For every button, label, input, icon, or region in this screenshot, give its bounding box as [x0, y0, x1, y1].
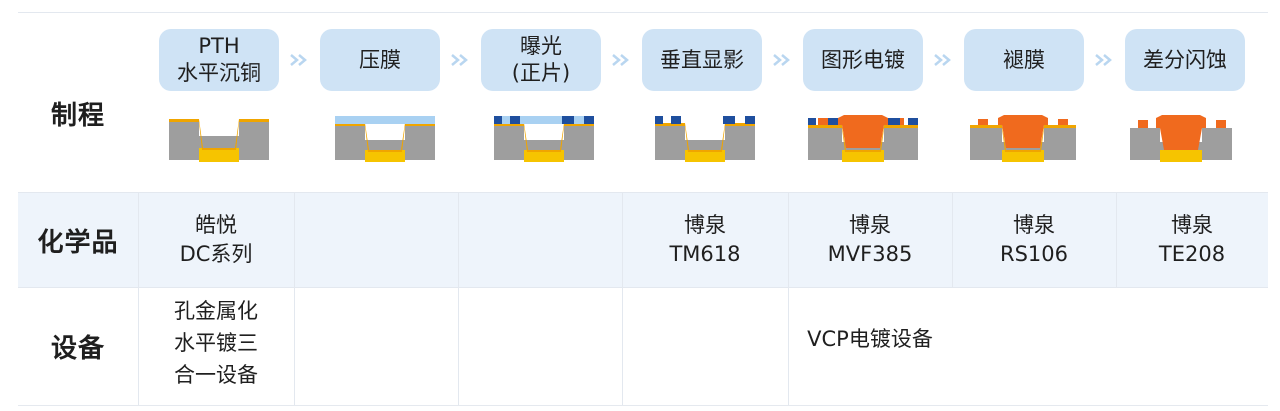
column-divider	[788, 192, 789, 405]
chemicals-row	[18, 192, 1268, 287]
column-divider	[952, 192, 953, 287]
chevron-double-right-icon	[773, 54, 790, 66]
diagram-exposure	[494, 116, 594, 162]
equipment-cell-1: 孔金属化 水平镀三 合一设备	[174, 299, 258, 387]
step-pattern-plating: 图形电镀	[803, 29, 923, 91]
step-exposure: 曝光 (正片)	[481, 29, 601, 91]
row-label-equipment: 设备	[50, 334, 105, 364]
column-divider	[622, 192, 623, 405]
diagram-lamination	[335, 116, 435, 162]
divider-process-chem	[18, 192, 1268, 193]
row-label-chemicals: 化学品	[37, 228, 119, 258]
divider-top	[18, 12, 1268, 13]
chevron-double-right-icon	[451, 54, 468, 66]
column-divider	[138, 192, 139, 405]
chevron-double-right-icon	[934, 54, 951, 66]
diagram-flash-etch	[1130, 115, 1232, 162]
chevron-double-right-icon	[612, 54, 629, 66]
step-flash-etch: 差分闪蚀	[1125, 29, 1245, 91]
chevron-double-right-icon	[1095, 54, 1112, 66]
column-divider	[294, 192, 295, 405]
chevron-double-right-icon	[290, 54, 307, 66]
chemical-cell-7: 博泉 TE208	[1158, 213, 1226, 266]
chemical-cell-6: 博泉 RS106	[999, 213, 1068, 266]
chemical-cell-4: 博泉 TM618	[669, 213, 741, 266]
column-divider	[1116, 192, 1117, 287]
diagram-pattern-plating	[808, 115, 918, 162]
step-strip: 褪膜	[964, 29, 1084, 91]
step-pth: PTH 水平沉铜	[159, 29, 279, 91]
chemical-cell-1: 皓悦 DC系列	[179, 213, 253, 266]
diagram-pth	[169, 119, 269, 162]
row-label-process: 制程	[50, 101, 105, 131]
divider-chem-equip	[18, 287, 1268, 288]
diagram-develop	[655, 116, 755, 162]
equipment-cell-5: VCP电镀设备	[807, 327, 933, 351]
equipment-row	[18, 287, 1268, 406]
step-develop: 垂直显影	[642, 29, 762, 91]
step-lamination: 压膜	[320, 29, 440, 91]
chemical-cell-5: 博泉 MVF385	[827, 213, 913, 266]
diagram-strip	[970, 115, 1076, 162]
column-divider	[458, 192, 459, 405]
